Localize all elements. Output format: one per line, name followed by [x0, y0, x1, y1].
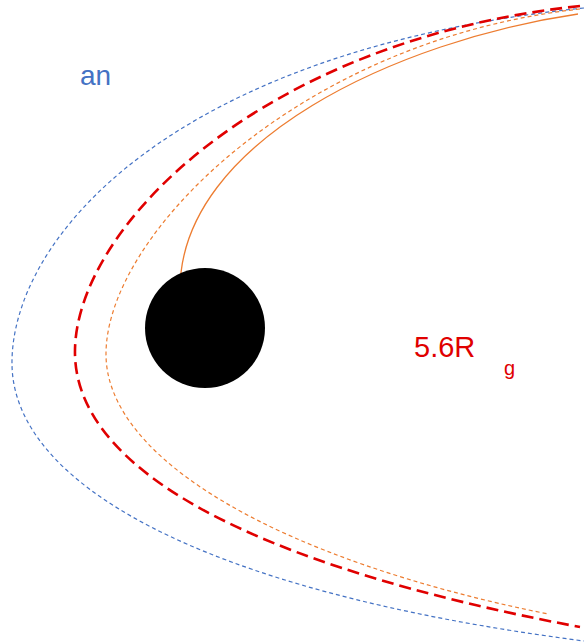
radius-subscript: g [504, 358, 515, 378]
newtonian-orbit [12, 8, 584, 641]
black-hole [145, 268, 265, 388]
inner-orbit [106, 9, 580, 614]
radius-label: 5.6R [414, 333, 475, 362]
plunging-orbit [180, 14, 578, 290]
orbit-label: an [80, 62, 111, 90]
critical-orbit [75, 6, 580, 627]
